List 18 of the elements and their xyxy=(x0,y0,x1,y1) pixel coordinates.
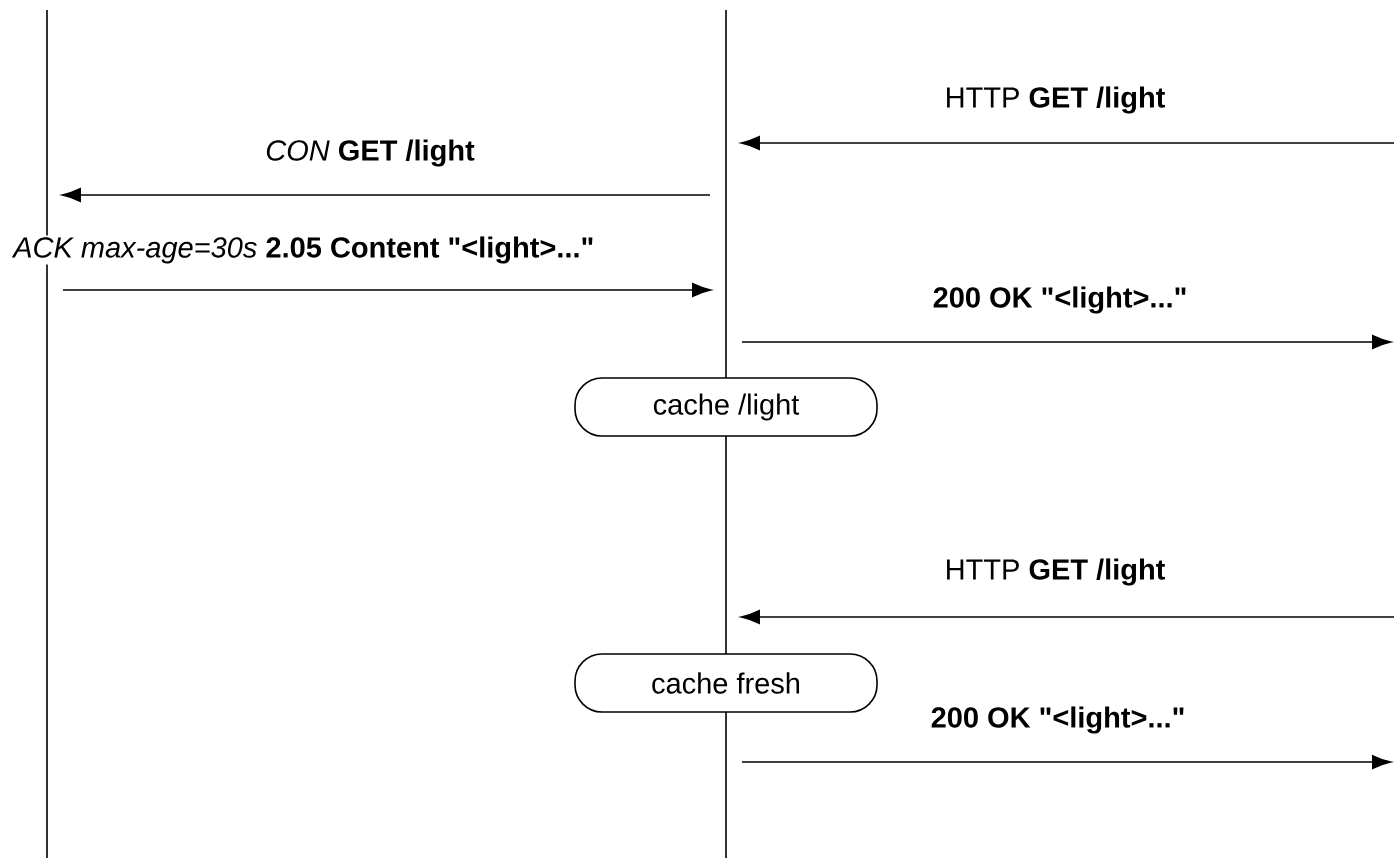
lifeline xyxy=(725,435,727,655)
edge-label: 200 OK "<light>..." xyxy=(929,705,1187,735)
lifeline xyxy=(725,9,727,379)
arrow xyxy=(61,188,711,202)
lifeline xyxy=(46,9,48,859)
arrow xyxy=(740,610,1395,624)
edge-label: HTTP GET /light xyxy=(943,557,1167,587)
arrow xyxy=(62,283,712,297)
arrow xyxy=(741,755,1392,769)
lifeline xyxy=(725,711,727,859)
edge-label: HTTP GET /light xyxy=(943,85,1167,115)
edge-label: CON GET /light xyxy=(264,138,476,168)
state-box: cache fresh xyxy=(574,653,878,713)
arrow xyxy=(740,136,1395,150)
edge-label: ACK max-age=30s 2.05 Content "<light>..." xyxy=(11,235,596,265)
state-box: cache /light xyxy=(574,377,878,437)
arrow xyxy=(741,335,1392,349)
edge-label: 200 OK "<light>..." xyxy=(931,285,1189,315)
